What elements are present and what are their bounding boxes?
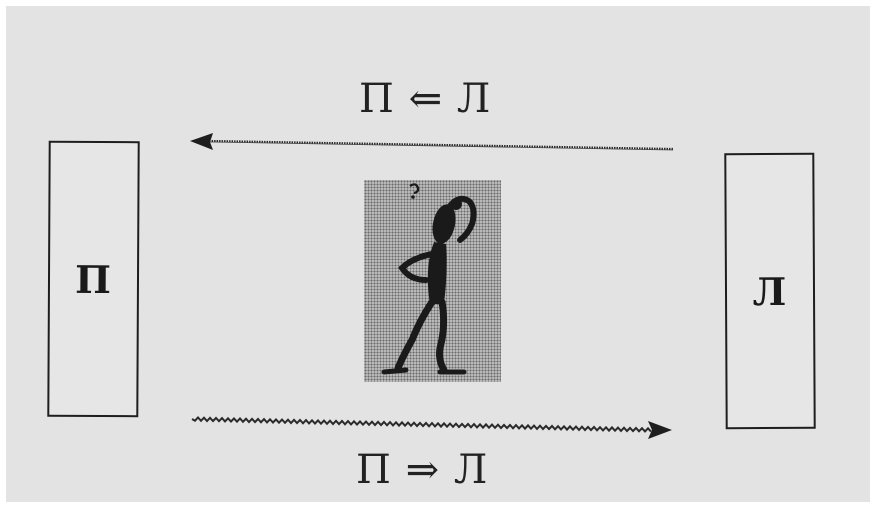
top-arrow-head [190,133,213,150]
top-arrow [190,133,674,151]
bottom-arrow-head [648,421,672,439]
bottom-arrow [191,416,672,439]
puzzled-man-icon [364,180,501,382]
top-arrow-label: П ⇐ Л [359,76,492,122]
bottom-arrow-label: П ⇒ Л [356,447,489,493]
